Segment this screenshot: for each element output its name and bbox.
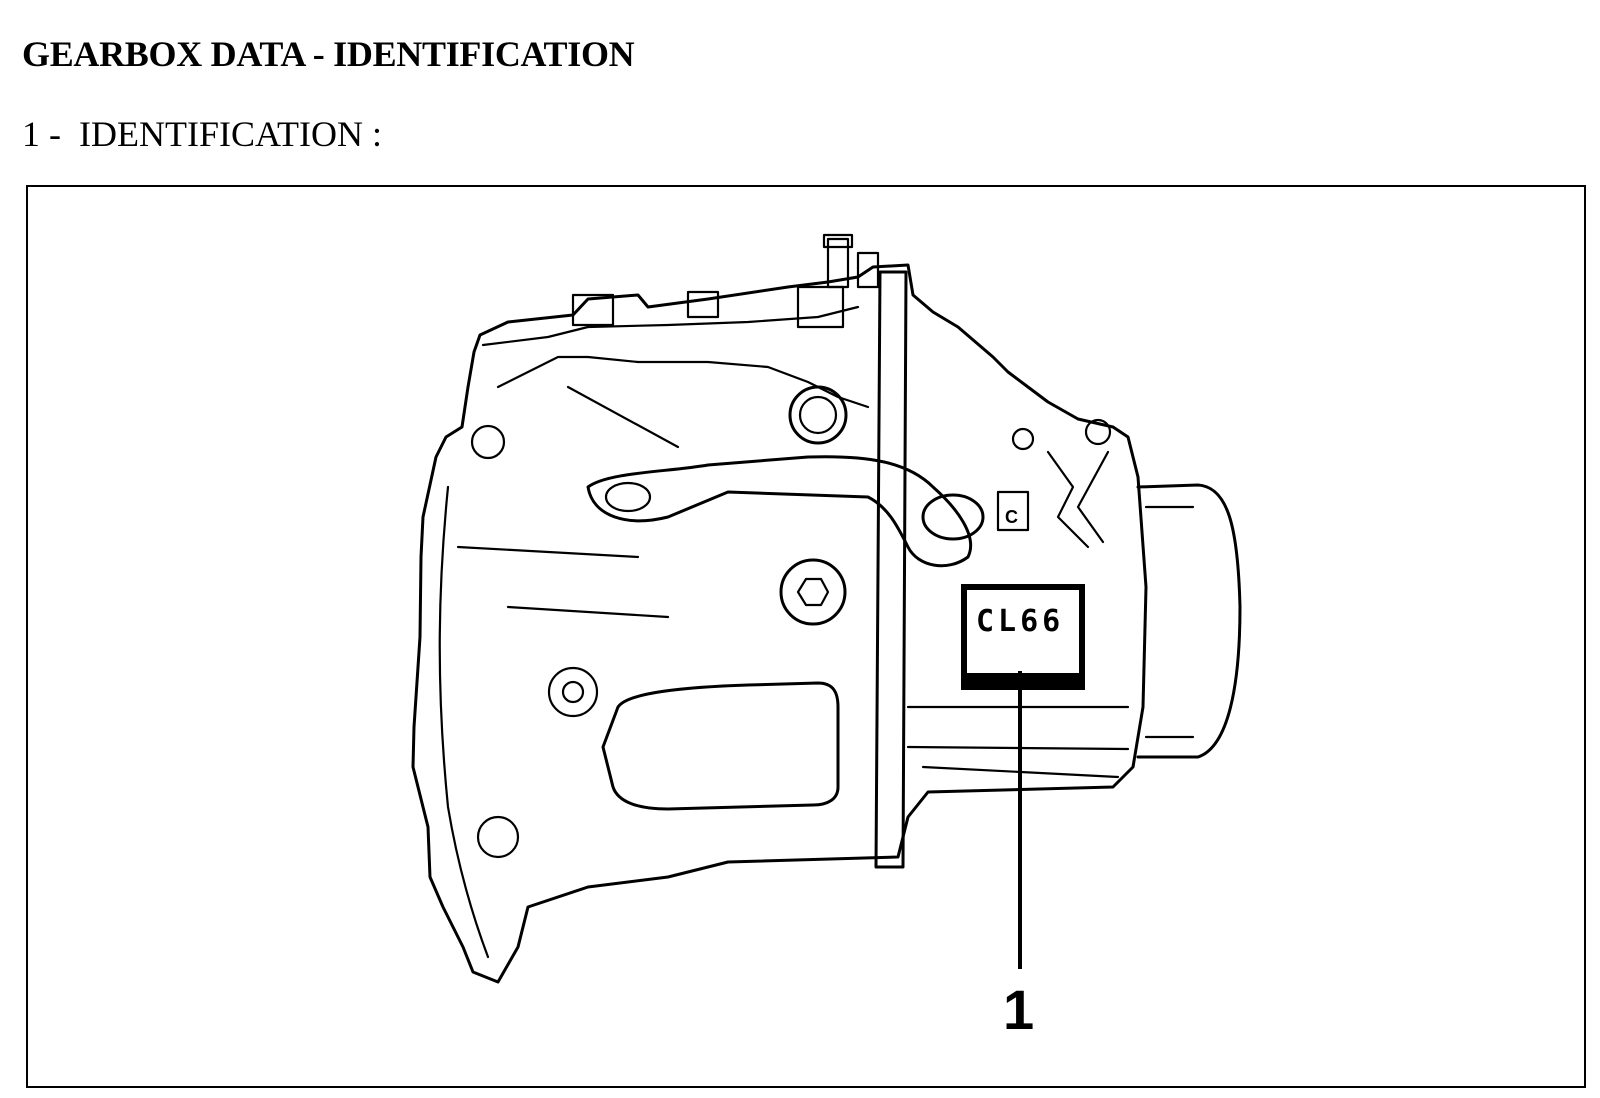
clutch-housing-flange: [874, 270, 908, 869]
page-title: GEARBOX DATA - IDENTIFICATION: [22, 34, 635, 74]
housing-port-lower: [547, 666, 599, 718]
mount-hole-right-1: [1084, 418, 1112, 446]
bell-housing-edge: [438, 485, 490, 959]
section-heading-text: IDENTIFICATION :: [79, 114, 382, 154]
lower-rib-1: [456, 545, 640, 559]
housing-mark-text: C: [1005, 507, 1018, 527]
output-shaft-cup: [1136, 483, 1242, 759]
housing-port-upper: [788, 385, 848, 445]
housing-port-upper-inner: [798, 395, 838, 435]
gearbox-housing-outline: [411, 263, 1148, 984]
identification-plate: [961, 584, 1085, 690]
diagonal-web: [566, 385, 680, 449]
section-heading: 1 - IDENTIFICATION :: [22, 112, 382, 156]
top-boss-3: [796, 285, 845, 329]
top-cover-lower-edge: [496, 355, 870, 409]
top-cover-ridge: [481, 305, 860, 347]
top-boss-1: [571, 293, 615, 327]
housing-mark-box: [996, 490, 1030, 532]
bell-housing-boss: [476, 815, 520, 859]
oil-pan-cover: [601, 681, 840, 811]
top-boss-2: [686, 290, 720, 319]
housing-port-lower-inner: [561, 680, 585, 704]
breather-pipe: [826, 237, 850, 289]
output-shaft-inner: [1144, 505, 1195, 739]
identification-code: CL66: [976, 604, 1064, 639]
section-number: 1 -: [22, 114, 61, 154]
identification-plate-base: [964, 673, 1082, 687]
selector-lever-arm: [586, 455, 973, 568]
gearbox-illustration: C CL66 1: [411, 233, 1242, 1041]
drain-plug-nut: [796, 577, 830, 607]
selector-stub: [856, 251, 880, 289]
lever-ball-joint: [921, 493, 985, 541]
mount-hole-right-2: [1011, 427, 1035, 451]
drain-plug-boss: [779, 558, 847, 626]
lever-pivot-eye: [604, 481, 652, 513]
lower-rib-2: [506, 605, 670, 619]
housing-port-left: [470, 424, 506, 460]
mounting-bracket: [1046, 450, 1110, 549]
gearbox-figure-frame: C CL66 1: [26, 185, 1586, 1088]
callout-number: 1: [1003, 978, 1034, 1041]
breather-cap: [822, 233, 854, 249]
